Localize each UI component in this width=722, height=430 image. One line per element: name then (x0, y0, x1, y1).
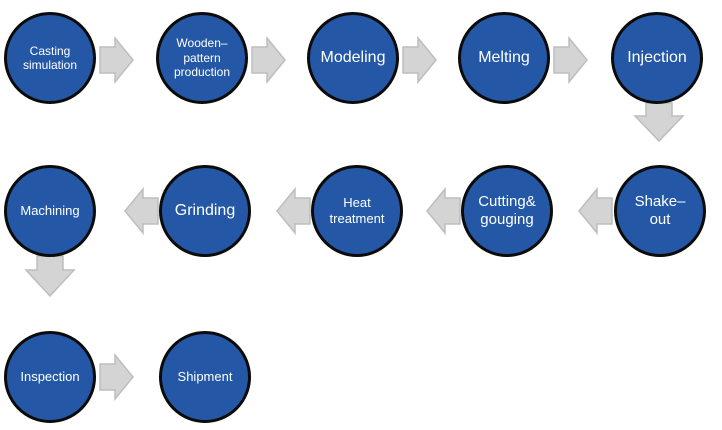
arrow-left-2 (426, 186, 461, 236)
step-melting[interactable]: Melting (458, 12, 550, 104)
step-wooden-pattern-production[interactable]: Wooden– pattern production (156, 12, 248, 104)
arrow-left-4 (124, 186, 159, 236)
step-shipment[interactable]: Shipment (159, 331, 251, 423)
step-cutting-gouging[interactable]: Cutting& gouging (461, 165, 553, 257)
step-grinding[interactable]: Grinding (159, 165, 251, 257)
arrow-down-2 (24, 255, 76, 298)
step-inspection[interactable]: Inspection (4, 331, 96, 423)
arrow-left-1 (578, 186, 613, 236)
arrow-left-3 (276, 186, 311, 236)
step-modeling[interactable]: Modeling (307, 12, 399, 104)
arrow-right-5 (99, 352, 134, 402)
arrow-right-4 (553, 35, 588, 85)
step-heat-treatment[interactable]: Heat treatment (311, 165, 403, 257)
step-machining[interactable]: Machining (4, 165, 96, 257)
arrow-right-3 (402, 35, 437, 85)
arrow-right-2 (251, 35, 286, 85)
arrow-right-1 (99, 35, 134, 85)
step-shake-out[interactable]: Shake– out (614, 165, 706, 257)
arrow-down-1 (633, 102, 685, 143)
step-injection[interactable]: Injection (611, 12, 703, 104)
step-casting-simulation[interactable]: Casting simulation (4, 12, 96, 104)
